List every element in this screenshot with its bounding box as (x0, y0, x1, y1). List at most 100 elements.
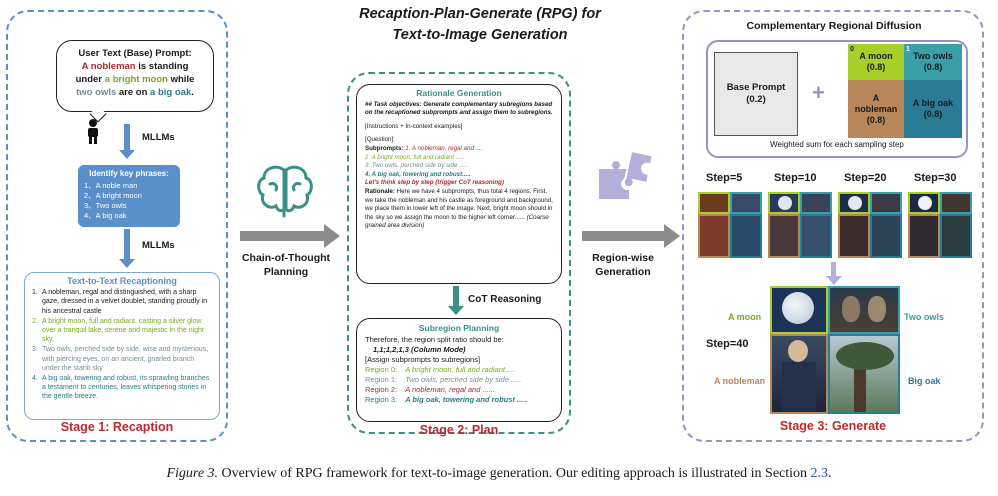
base-prompt-weight: (0.2) (746, 94, 766, 105)
caption-section-link[interactable]: 2.3 (810, 466, 829, 481)
key-phrases-box: Identify key phrases: 1、A noble man 2、A … (78, 165, 180, 227)
user-icon (88, 119, 98, 144)
title-line-1: Recaption-Plan-Generate (RPG) for (359, 6, 601, 22)
region-moon: 0 A moon(0.8) (848, 44, 904, 80)
user-prompt-bubble: User Text (Base) Prompt: A nobleman is s… (56, 40, 214, 112)
final-label-moon: A moon (728, 312, 762, 322)
recap-item: 3.Two owls, perched side by side, wise a… (32, 346, 209, 372)
step-label: Step=30 (914, 172, 957, 184)
stage3-label: Stage 3: Generate (779, 419, 887, 433)
plus-icon: + (812, 80, 825, 105)
mllm-label-2: MLLMs (142, 240, 175, 251)
region-row: Region 2: A nobleman, regal and ...... (365, 385, 495, 394)
arrow-head-icon (324, 224, 340, 248)
arrow-head-icon (119, 150, 135, 159)
step-label: Step=20 (844, 172, 887, 184)
comp-diffusion-box (706, 40, 968, 158)
cot-trigger: Let's think step by step (trigger CoT re… (365, 179, 504, 187)
arrow-down-icon (124, 124, 130, 150)
prompt-part: . (191, 87, 194, 98)
arrow-head-icon (826, 276, 842, 285)
arrow-right-icon (240, 231, 324, 241)
subprompt-4: 4. A big oak, towering and robust..... (365, 170, 471, 178)
step5-image (698, 192, 762, 258)
region-owls: 1 Two owls(0.8) (904, 44, 962, 80)
cot-planning-label: Chain-of-Thought Planning (241, 252, 331, 278)
base-prompt-box: Base Prompt (0.2) (714, 52, 798, 136)
prompt-part: are on (116, 87, 151, 98)
arrow-down-icon (453, 286, 459, 306)
subregion-header: Subregion Planning (418, 323, 500, 333)
recap-item: 1.A nobleman, regal and distinguished, w… (32, 289, 207, 315)
region-nobleman: A nobleman(0.8) (848, 80, 904, 138)
weighted-sum-text: Weighted sum for each sampling step (770, 140, 904, 149)
final-label-oak: Big oak (908, 376, 941, 386)
final-label-owls: Two owls (904, 312, 944, 322)
arrow-head-icon (119, 259, 135, 268)
final-label-nobleman: A nobleman (714, 376, 766, 386)
stage1-label: Stage 1: Recaption (60, 420, 174, 434)
regionwise-label: Region-wise Generation (592, 252, 654, 278)
prompt-part: under (75, 74, 105, 85)
key-item: 2、A bright moon (84, 191, 142, 200)
ratio-value: 1,1;1,2,1,3 (Column Mode) (373, 345, 466, 354)
stage2-label: Stage 2: Plan (419, 423, 499, 437)
mllm-label-1: MLLMs (142, 132, 175, 143)
recap-item: 2.A bright moon, full and radiant, casti… (32, 317, 204, 344)
prompt-owls: two owls (76, 87, 117, 98)
prompt-part: while (167, 74, 195, 85)
recap-item: 4.A big oak, towering and robust, its sp… (32, 375, 210, 401)
prompt-oak: a big oak (150, 87, 192, 98)
recaptioning-box: Text-to-Text Recaptioning 1.A nobleman, … (24, 272, 220, 420)
comp-diffusion-header: Complementary Regional Diffusion (746, 20, 922, 32)
figure-title: Recaption-Plan-Generate (RPG) for Text-t… (330, 4, 630, 46)
stage1-box (6, 10, 228, 442)
arrow-right-icon (582, 231, 666, 241)
cot-reasoning-label: CoT Reasoning (468, 294, 542, 305)
region-oak: A big oak(0.8) (904, 80, 962, 138)
instructions: [Instructions + In-context examples] (365, 122, 463, 130)
question: [Question]: (365, 136, 395, 144)
subprompts-line: Subprompts: 1. A nobleman, regal and ...… (365, 144, 483, 152)
key-item: 1、A noble man (84, 181, 138, 190)
prompt-text: A nobleman is standing under a bright mo… (57, 60, 213, 99)
key-item: 3、Two owls (84, 201, 127, 210)
rationale-box: Rationale Generation ## Task objectives:… (356, 84, 562, 284)
subprompt-3: 3. Two owls, perched side by side ..... (365, 162, 468, 170)
caption-end: . (828, 466, 832, 481)
step10-image (768, 192, 832, 258)
final-step-label: Step=40 (706, 338, 749, 350)
prompt-part: is standing (135, 61, 189, 72)
step-label: Step=10 (774, 172, 817, 184)
caption-fig: Figure 3. (166, 466, 219, 481)
step-label: Step=5 (706, 172, 743, 184)
key-item: 4、A big oak (84, 211, 127, 220)
recaptioning-header: Text-to-Text Recaptioning (67, 276, 177, 286)
final-image (770, 286, 900, 414)
brain-icon (257, 165, 313, 218)
key-phrases-header: Identify key phrases: (89, 169, 169, 178)
assign-text: [Assign subprompts to subregions] (365, 355, 481, 364)
step30-image (908, 192, 972, 258)
task-objectives: ## Task objectives: Generate complementa… (365, 100, 553, 117)
arrow-down-icon (124, 229, 130, 259)
ratio-text: Therefore, the region split ratio should… (365, 335, 504, 344)
rationale-text: Rationale: Here we have 4 subprompts, th… (365, 187, 553, 230)
arrow-head-icon (664, 224, 680, 248)
stage2-box (347, 72, 571, 434)
puzzle-icon (597, 149, 654, 201)
region-row: Region 3: A big oak, towering and robust… (365, 395, 528, 404)
step20-image (838, 192, 902, 258)
prompt-moon: a bright moon (104, 74, 168, 85)
caption-text: Overview of RPG framework for text-to-im… (218, 466, 811, 481)
arrow-head-icon (448, 306, 464, 315)
base-prompt-label: Base Prompt (726, 82, 786, 93)
subprompt-2: 2. A bright moon, full and radiant ..... (365, 153, 465, 161)
arrow-down-icon (831, 262, 836, 276)
title-line-2: Text-to-Image Generation (392, 27, 568, 43)
rationale-header: Rationale Generation (416, 88, 502, 98)
stage3-box (682, 10, 984, 442)
region-row: Region 0: A bright moon, full and radian… (365, 365, 516, 374)
subregion-box: Subregion Planning Therefore, the region… (356, 318, 562, 422)
prompt-nobleman: A nobleman (81, 61, 136, 72)
